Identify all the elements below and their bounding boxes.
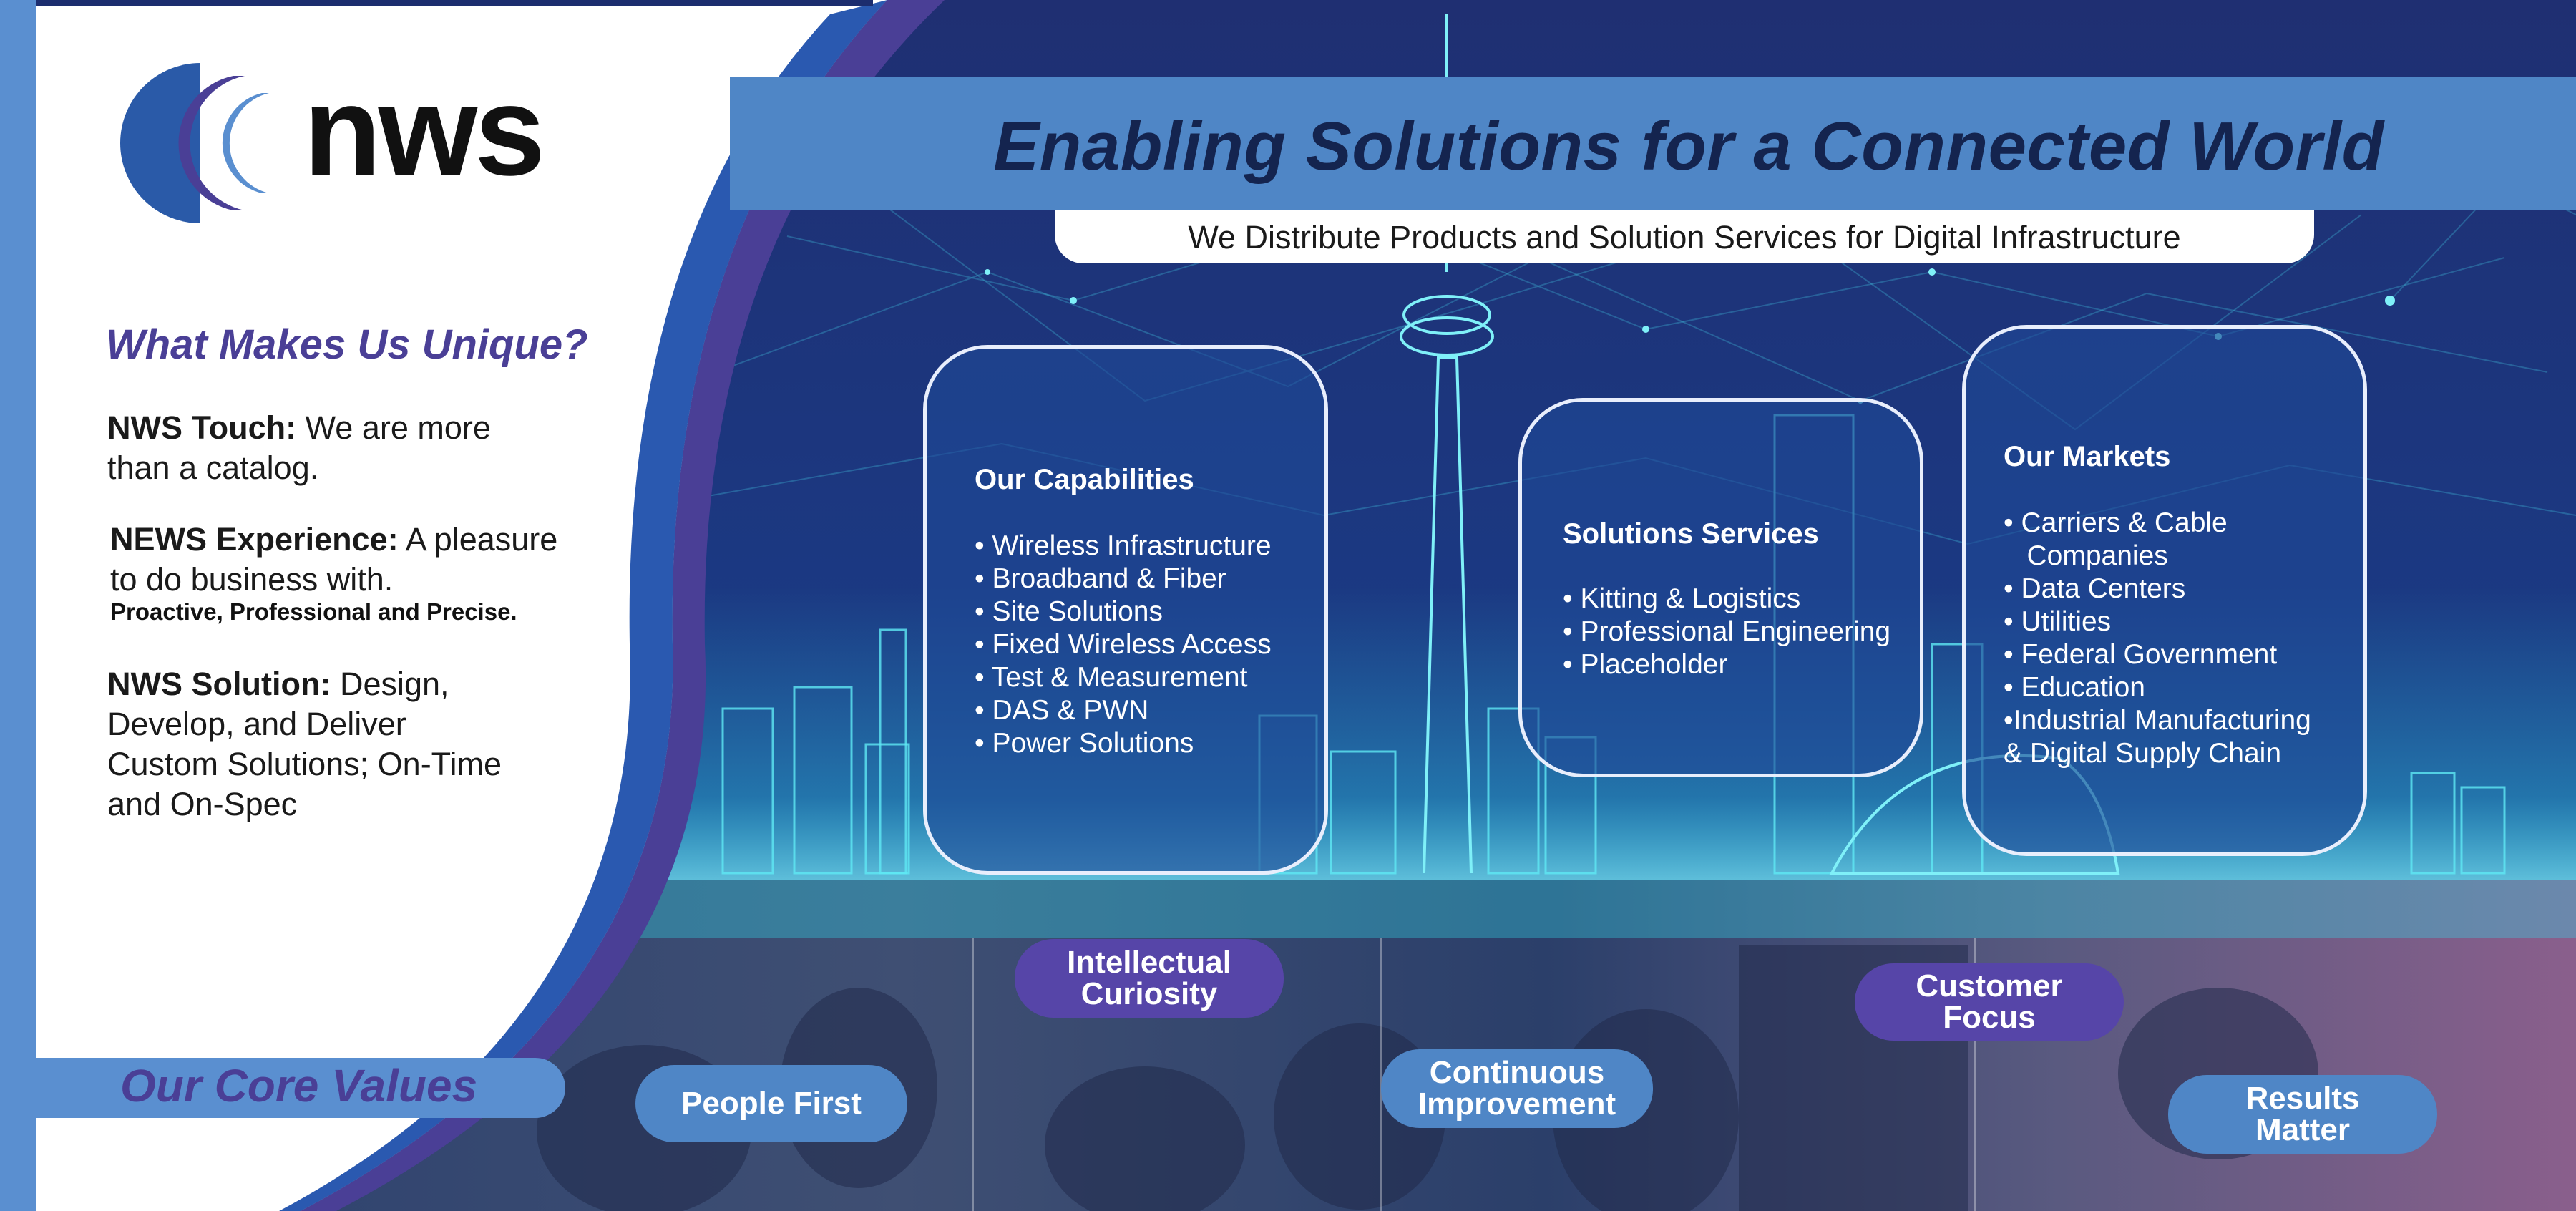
subheadline: We Distribute Products and Solution Serv…	[1188, 219, 2181, 256]
core-values-title: Our Core Values	[120, 1060, 478, 1112]
unique-title: What Makes Us Unique?	[106, 321, 588, 368]
headline: Enabling Solutions for a Connected World	[993, 108, 2384, 185]
list-item: • Kitting & Logistics	[1563, 583, 1801, 614]
news-experience-text: NEWS Experience: A pleasure to do busine…	[110, 521, 558, 598]
value-intellectual-curiosity: Intellectual Curiosity	[1015, 939, 1284, 1018]
list-item: • Placeholder	[1563, 649, 1728, 680]
services-box	[1518, 398, 1923, 777]
nws-solution-label: NWS Solution:	[107, 666, 331, 702]
experience-tagline: Proactive, Professional and Precise.	[110, 598, 517, 625]
capabilities-list: • Wireless Infrastructure • Broadband & …	[975, 530, 1272, 760]
list-item: • DAS & PWN	[975, 695, 1149, 726]
services-list: • Kitting & Logistics • Professional Eng…	[1563, 583, 1890, 681]
list-item: & Digital Supply Chain	[2004, 738, 2282, 769]
value-customer-focus: Customer Focus	[1855, 963, 2124, 1041]
list-item: • Power Solutions	[975, 728, 1194, 759]
list-item: • Federal Government	[2004, 639, 2278, 670]
list-item: •Industrial Manufacturing	[2004, 705, 2311, 736]
list-item: • Professional Engineering	[1563, 616, 1891, 647]
list-item: • Broadband & Fiber	[975, 563, 1226, 594]
list-item: • Wireless Infrastructure	[975, 530, 1272, 561]
nws-touch-text: NWS Touch: We are more than a catalog.	[107, 409, 491, 486]
capabilities-box	[923, 345, 1328, 875]
list-item: • Site Solutions	[975, 596, 1163, 627]
capabilities-title: Our Capabilities	[975, 464, 1194, 495]
list-item: • Test & Measurement	[975, 662, 1248, 693]
core-values-tab	[36, 1058, 565, 1118]
subheadline-bar	[1055, 210, 2314, 263]
markets-title: Our Markets	[2004, 441, 2171, 472]
value-people-first: People First	[635, 1065, 907, 1142]
news-experience-label: NEWS Experience:	[110, 521, 399, 558]
nws-touch-label: NWS Touch:	[107, 409, 297, 446]
value-continuous-improvement: Continuous Improvement	[1381, 1049, 1653, 1128]
list-item: • Carriers & Cable	[2004, 507, 2228, 538]
nws-solution-text: NWS Solution: Design, Develop, and Deliv…	[107, 666, 502, 822]
list-item: Companies	[2004, 540, 2168, 571]
markets-box	[1962, 325, 2367, 856]
services-title: Solutions Services	[1563, 518, 1819, 550]
list-item: • Education	[2004, 672, 2145, 703]
headline-banner	[730, 77, 2576, 210]
markets-list: • Carriers & Cable Companies • Data Cent…	[2004, 507, 2311, 770]
list-item: • Fixed Wireless Access	[975, 629, 1272, 660]
value-results-matter: Results Matter	[2168, 1075, 2437, 1154]
logo-wordmark: nws	[303, 59, 545, 202]
list-item: • Data Centers	[2004, 573, 2186, 604]
nws-logo-icon	[120, 63, 269, 223]
list-item: • Utilities	[2004, 606, 2112, 637]
